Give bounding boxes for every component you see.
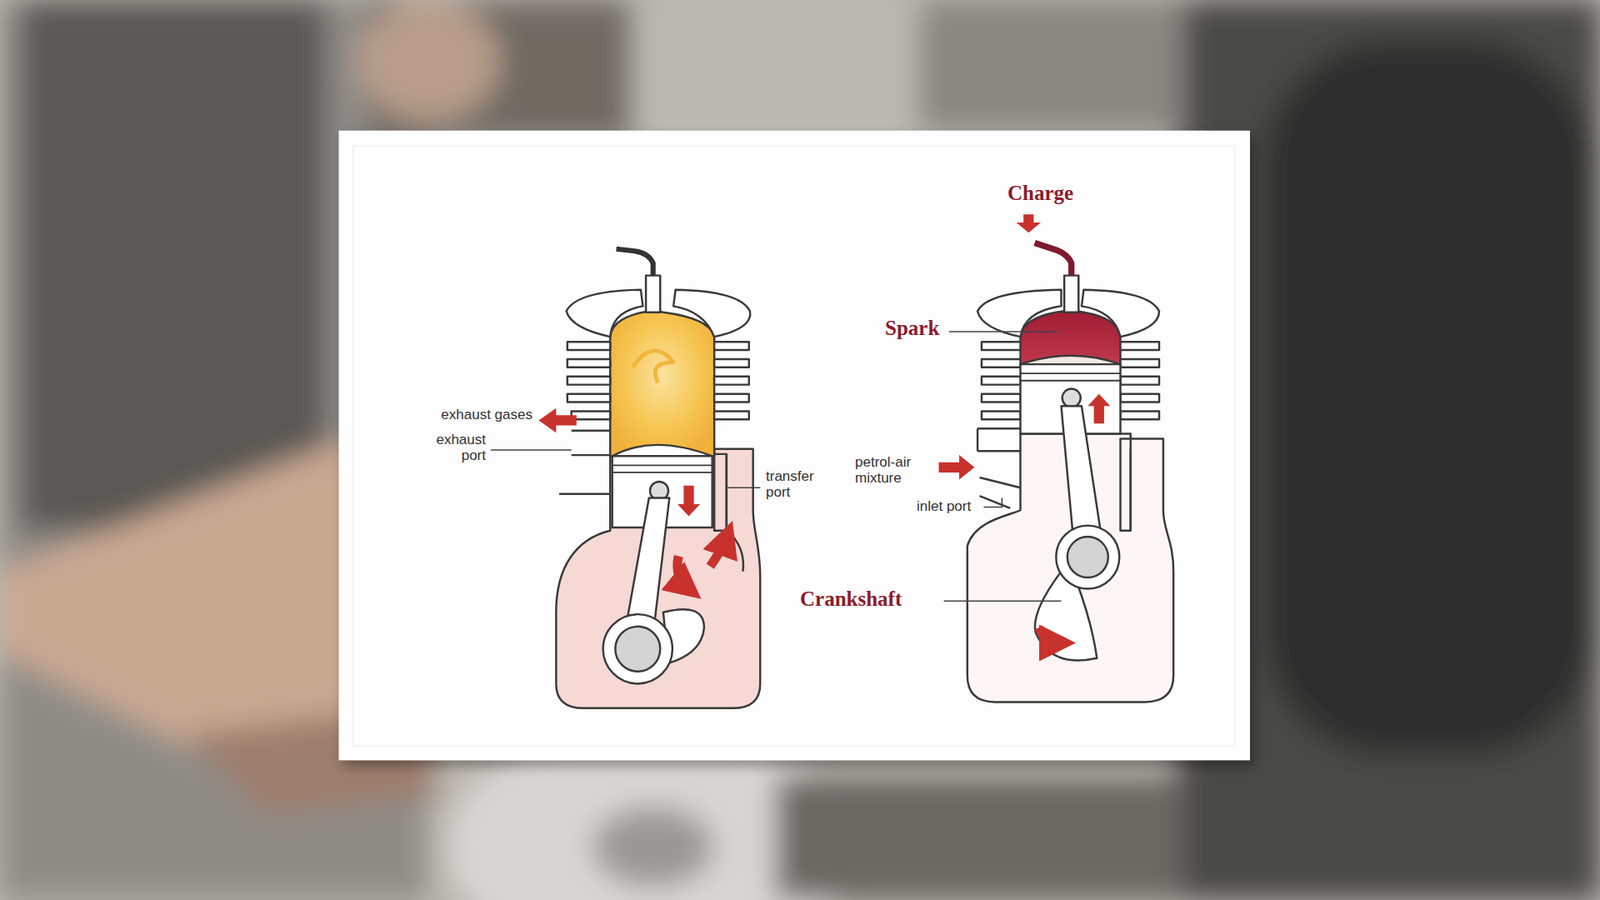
part-label: inlet port xyxy=(916,499,971,515)
flow-arrows xyxy=(1039,627,1062,643)
flow-arrows xyxy=(539,408,700,517)
flow-arrows xyxy=(677,535,728,590)
part-title: Spark xyxy=(885,316,940,340)
leader-line xyxy=(490,331,1061,601)
card-border xyxy=(353,145,1235,746)
part-title: Crankshaft xyxy=(800,587,902,611)
flow-arrows xyxy=(939,214,1111,480)
part-label: exhaust gases xyxy=(440,407,533,424)
card xyxy=(339,130,1250,761)
part-label: transfer port xyxy=(765,469,830,500)
right-engine xyxy=(967,242,1174,702)
left-engine xyxy=(555,249,760,709)
part-label: exhaust port xyxy=(425,432,486,464)
part-title: Charge xyxy=(1007,181,1074,205)
part-label: petrol-air mixture xyxy=(855,455,929,486)
